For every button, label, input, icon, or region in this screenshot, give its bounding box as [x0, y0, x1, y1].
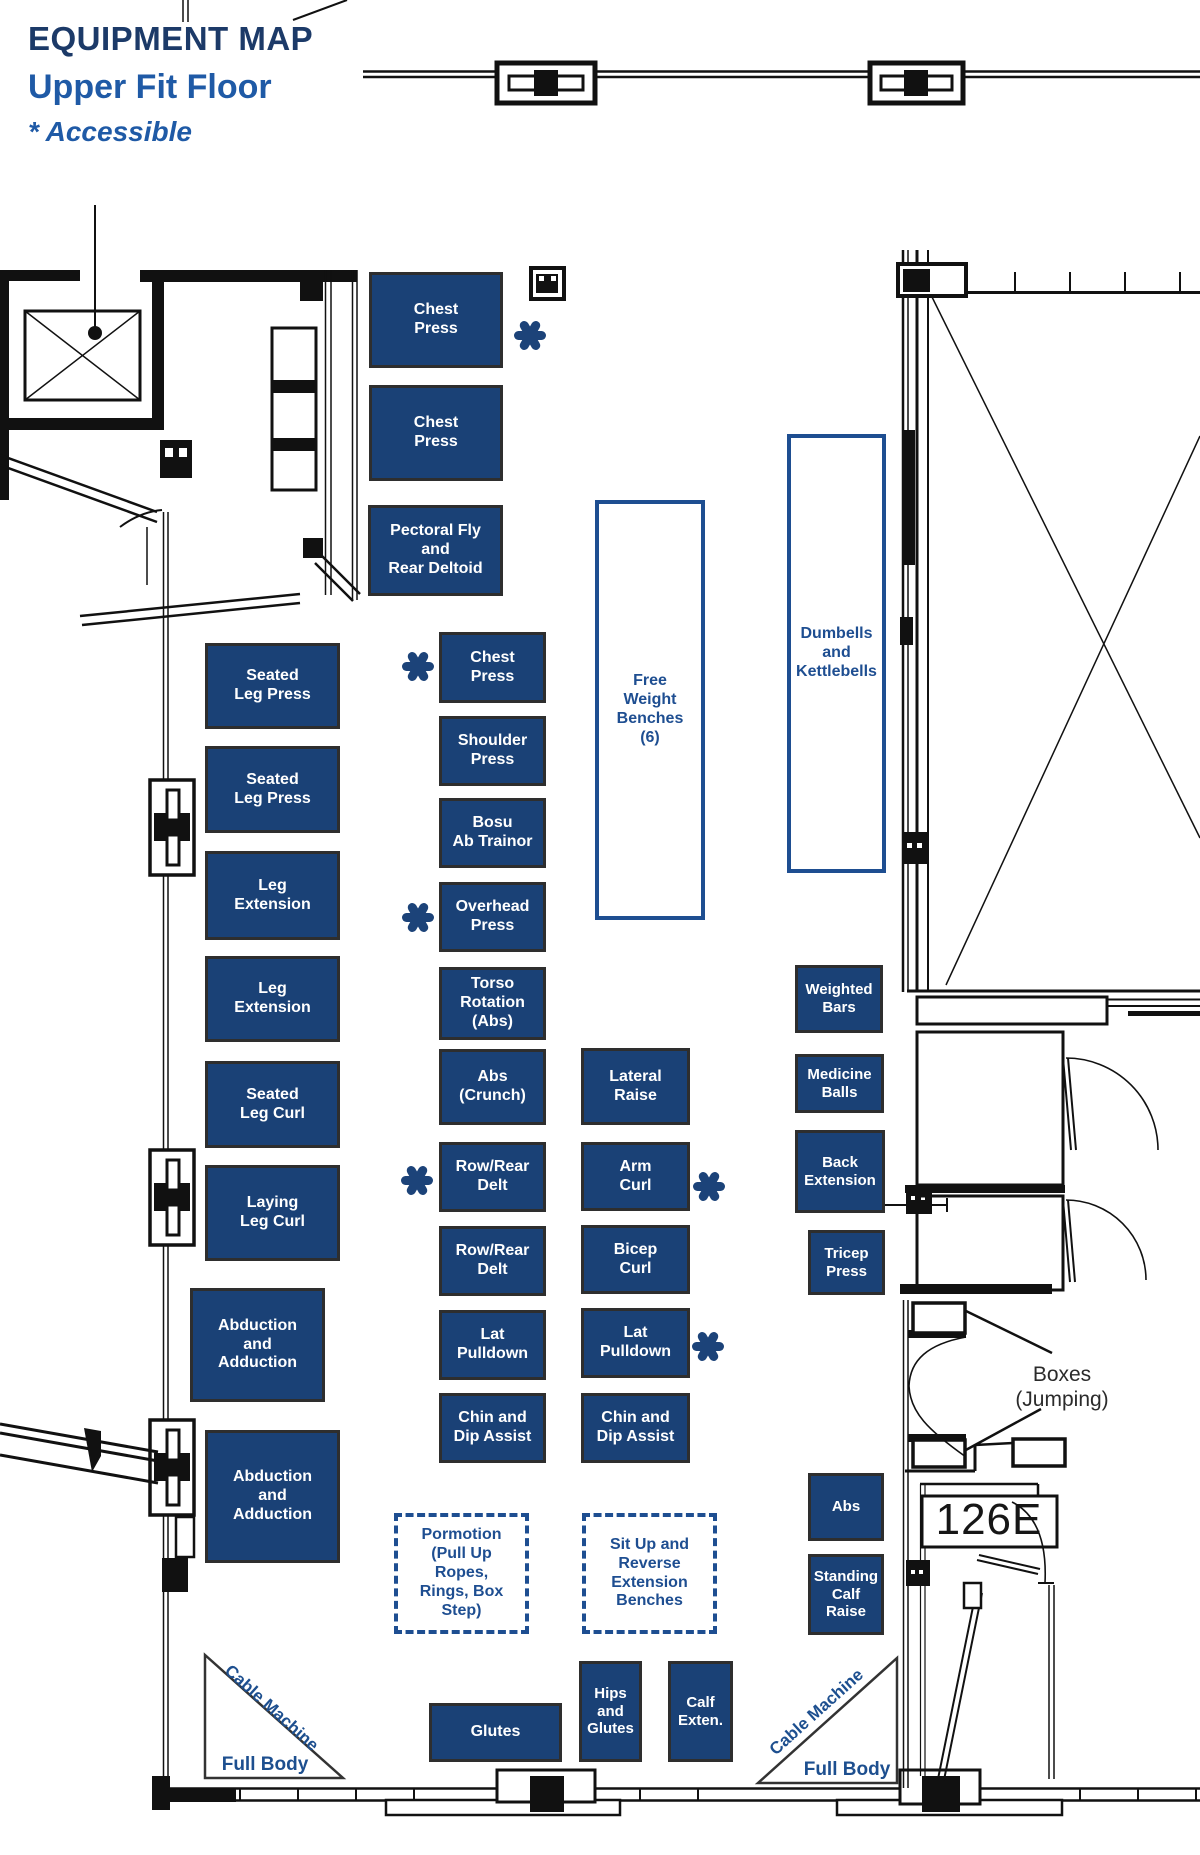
equipment-box-chest-press-3: Chest Press — [439, 632, 546, 703]
equipment-box-abduction-adduction-1: Abduction and Adduction — [190, 1288, 325, 1402]
door-threshold-icon — [494, 60, 598, 106]
equipment-box-promotion-area: Pormotion (Pull Up Ropes, Rings, Box Ste… — [394, 1513, 529, 1634]
equipment-box-tricep-press: Tricep Press — [808, 1230, 885, 1295]
equipment-box-situp-reverse-extension-benches: Sit Up and Reverse Extension Benches — [582, 1513, 717, 1634]
floor-column-icon — [898, 1768, 982, 1812]
column-fixture-icon — [148, 778, 196, 877]
leader-line — [965, 1309, 1053, 1355]
room-lower-right — [870, 1194, 1147, 1294]
accessible-asterisk-icon — [691, 1329, 725, 1363]
accessible-asterisk-icon — [400, 1163, 434, 1197]
jumping-box-icon — [911, 1438, 967, 1469]
right-wall — [896, 250, 968, 992]
open-room-x — [930, 272, 1200, 986]
floor-outlet-icon — [529, 266, 566, 301]
bottom-wall — [152, 1776, 1200, 1817]
right-corridor — [907, 989, 1200, 1026]
equipment-box-bosu-ab-trainor: Bosu Ab Trainor — [439, 798, 546, 868]
equipment-box-dumbells-kettlebells: Dumbells and Kettlebells — [787, 434, 886, 873]
accessible-asterisk-icon — [513, 318, 547, 352]
equipment-box-chin-dip-assist-2: Chin and Dip Assist — [581, 1393, 690, 1463]
equipment-box-row-rear-delt-1: Row/Rear Delt — [439, 1142, 546, 1212]
accessible-asterisk-icon — [401, 649, 435, 683]
equipment-box-chest-press-2: Chest Press — [369, 385, 503, 481]
equipment-box-back-extension: Back Extension — [795, 1130, 885, 1213]
equipment-box-overhead-press: Overhead Press — [439, 882, 546, 952]
equipment-box-hips-and-glutes: Hips and Glutes — [579, 1661, 642, 1762]
equipment-box-lateral-raise: Lateral Raise — [581, 1048, 690, 1125]
equipment-box-free-weight-benches: Free Weight Benches (6) — [595, 500, 705, 920]
stairwell-walls — [270, 270, 358, 600]
jumping-box-icon — [911, 1301, 967, 1335]
equipment-box-seated-leg-press-2: Seated Leg Press — [205, 746, 340, 833]
equipment-box-chest-press-1: Chest Press — [369, 272, 503, 368]
equipment-box-medicine-balls: Medicine Balls — [795, 1054, 884, 1113]
floor-column-icon — [495, 1768, 597, 1812]
equipment-box-abs: Abs — [808, 1473, 884, 1541]
equipment-box-bicep-curl: Bicep Curl — [581, 1225, 690, 1294]
equipment-box-abduction-adduction-2: Abduction and Adduction — [205, 1430, 340, 1563]
door-threshold-icon — [867, 60, 966, 106]
accessible-asterisk-icon — [692, 1169, 726, 1203]
page-title: EQUIPMENT MAP — [28, 20, 314, 57]
equipment-box-arm-curl: Arm Curl — [581, 1142, 690, 1211]
full-body-label: Full Body — [222, 1754, 309, 1775]
room-upper-right — [905, 1030, 1159, 1214]
equipment-box-calf-extension: Calf Exten. — [668, 1661, 733, 1762]
corner-walls-left — [0, 440, 361, 627]
page-subtitle: Upper Fit Floor — [28, 68, 272, 106]
equipment-box-pectoral-fly-rear-deltoid: Pectoral Fly and Rear Deltoid — [368, 505, 503, 596]
equipment-box-seated-leg-press-1: Seated Leg Press — [205, 643, 340, 729]
accessible-note: * Accessible — [28, 116, 192, 147]
equipment-box-torso-rotation-abs: Torso Rotation (Abs) — [439, 967, 546, 1040]
equipment-box-lat-pulldown-2: Lat Pulldown — [581, 1308, 690, 1378]
equipment-box-seated-leg-curl: Seated Leg Curl — [205, 1061, 340, 1148]
room-number-label: 126E — [936, 1495, 1043, 1544]
equipment-box-row-rear-delt-2: Row/Rear Delt — [439, 1226, 546, 1296]
equipment-box-lat-pulldown-1: Lat Pulldown — [439, 1310, 546, 1380]
column-fixture-icon — [148, 1418, 196, 1592]
equipment-box-leg-extension-2: Leg Extension — [205, 956, 340, 1042]
equipment-box-chin-dip-assist-1: Chin and Dip Assist — [439, 1393, 546, 1463]
title-block: EQUIPMENT MAP Upper Fit Floor * Accessib… — [28, 20, 313, 148]
equipment-box-shoulder-press: Shoulder Press — [439, 716, 546, 786]
equipment-box-abs-crunch: Abs (Crunch) — [439, 1049, 546, 1125]
equipment-box-weighted-bars: Weighted Bars — [795, 965, 883, 1033]
equipment-box-glutes: Glutes — [429, 1703, 562, 1762]
boxes-jumping-label: (Jumping) — [1015, 1388, 1108, 1411]
column-fixture-icon — [148, 1148, 196, 1247]
jumping-boxes-area: Boxes (Jumping) — [902, 1300, 1109, 1472]
boxes-jumping-label: Boxes — [1033, 1363, 1091, 1386]
equipment-box-standing-calf-raise: Standing Calf Raise — [808, 1554, 884, 1635]
diagonal-wall-bottom-left — [0, 1422, 159, 1485]
accessible-asterisk-icon — [401, 900, 435, 934]
room-126e: 126E — [902, 1437, 1067, 1788]
equipment-box-leg-extension-1: Leg Extension — [205, 851, 340, 940]
full-body-label: Full Body — [804, 1759, 891, 1780]
equipment-box-laying-leg-curl: Laying Leg Curl — [205, 1165, 340, 1261]
